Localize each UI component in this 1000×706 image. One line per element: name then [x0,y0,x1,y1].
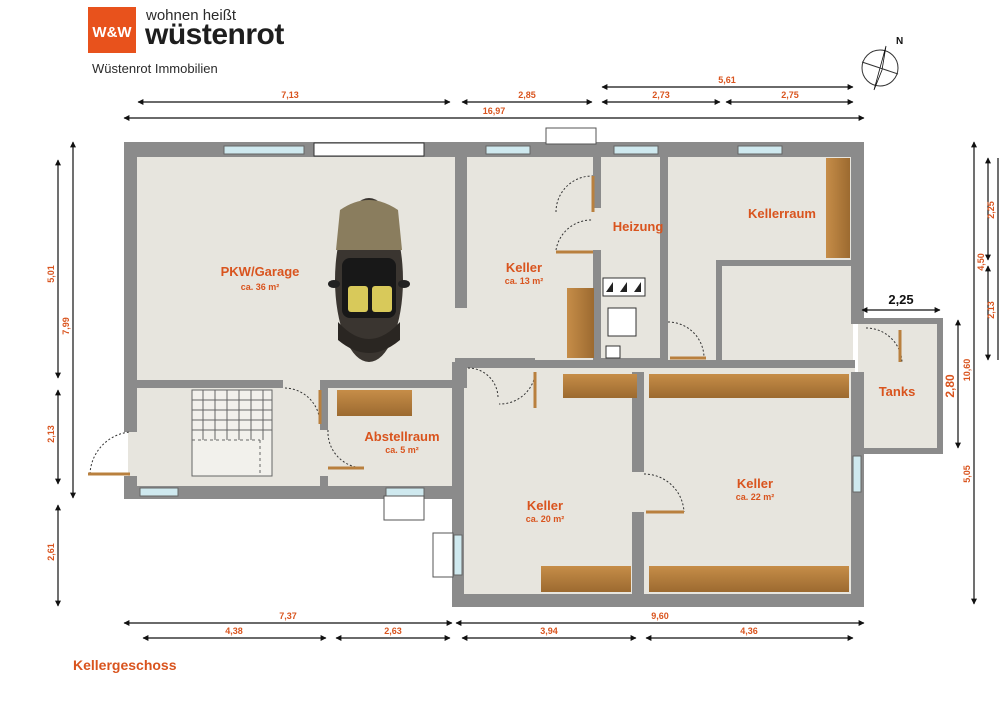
dim-right-0: 2,25 [986,201,996,219]
room-name-tanks: Tanks [879,384,916,399]
dim-right-3: 10,60 [962,359,972,382]
dim-bottom-4: 3,94 [540,626,558,636]
walls [124,142,943,607]
dim-bottom-1: 9,60 [651,611,669,621]
door-leaves [88,176,902,514]
dim-top-5: 16,97 [483,106,506,116]
room-name-keller20: Keller [527,498,563,513]
compass-icon [861,45,899,91]
dimension-labels: 7,13 2,85 5,61 2,73 2,75 16,97 7,37 9,60… [46,75,996,636]
room-area-garage: ca. 36 m² [241,282,280,292]
dim-top-3: 2,73 [652,90,670,100]
floor-title: Kellergeschoss [73,657,177,673]
dim-right-1: 4,50 [976,253,986,271]
windows [139,127,862,578]
dim-top-2: 5,61 [718,75,736,85]
dim-top-1: 2,85 [518,90,536,100]
room-name-abstellraum: Abstellraum [364,429,439,444]
room-name-garage: PKW/Garage [221,264,300,279]
room-name-heizung: Heizung [613,219,664,234]
dim-right-2: 2,13 [986,301,996,319]
room-area-keller20: ca. 20 m² [526,514,565,524]
dim-bottom-3: 2,63 [384,626,402,636]
room-area-abstellraum: ca. 5 m² [385,445,419,455]
dim-top-4: 2,75 [781,90,799,100]
dim-top-0: 7,13 [281,90,299,100]
logo-mark: W&W [92,24,132,41]
room-area-keller13: ca. 13 m² [505,276,544,286]
car-icon [328,198,410,362]
dim-left-1: 7,99 [61,317,71,335]
dim-bottom-2: 4,38 [225,626,243,636]
dim-right-5: 5,05 [962,465,972,483]
dim-bottom-5: 4,36 [740,626,758,636]
room-name-keller22: Keller [737,476,773,491]
dim-left-3: 2,61 [46,543,56,561]
dim-left-2: 2,13 [46,425,56,443]
heating-unit [602,277,646,359]
room-area-keller22: ca. 22 m² [736,492,775,502]
brand-tagline: wohnen heißt [146,7,237,24]
dim-right-4: 2,80 [943,374,957,398]
dim-tanks-width: 2,25 [888,292,913,307]
dim-bottom-0: 7,37 [279,611,297,621]
staircase [191,389,273,477]
room-name-keller13: Keller [506,260,542,275]
room-name-kellerraum: Kellerraum [748,206,816,221]
brand-subtitle: Wüstenrot Immobilien [92,61,218,76]
shelves [337,158,850,592]
dim-left-0: 5,01 [46,265,56,283]
compass-north-label: N [896,36,904,47]
logo-icon: W&W [88,7,136,53]
brand-name: wüstenrot [145,18,284,51]
room-labels: PKW/Garage ca. 36 m² Keller ca. 13 m² He… [221,206,916,524]
dimension-lines [55,84,999,641]
